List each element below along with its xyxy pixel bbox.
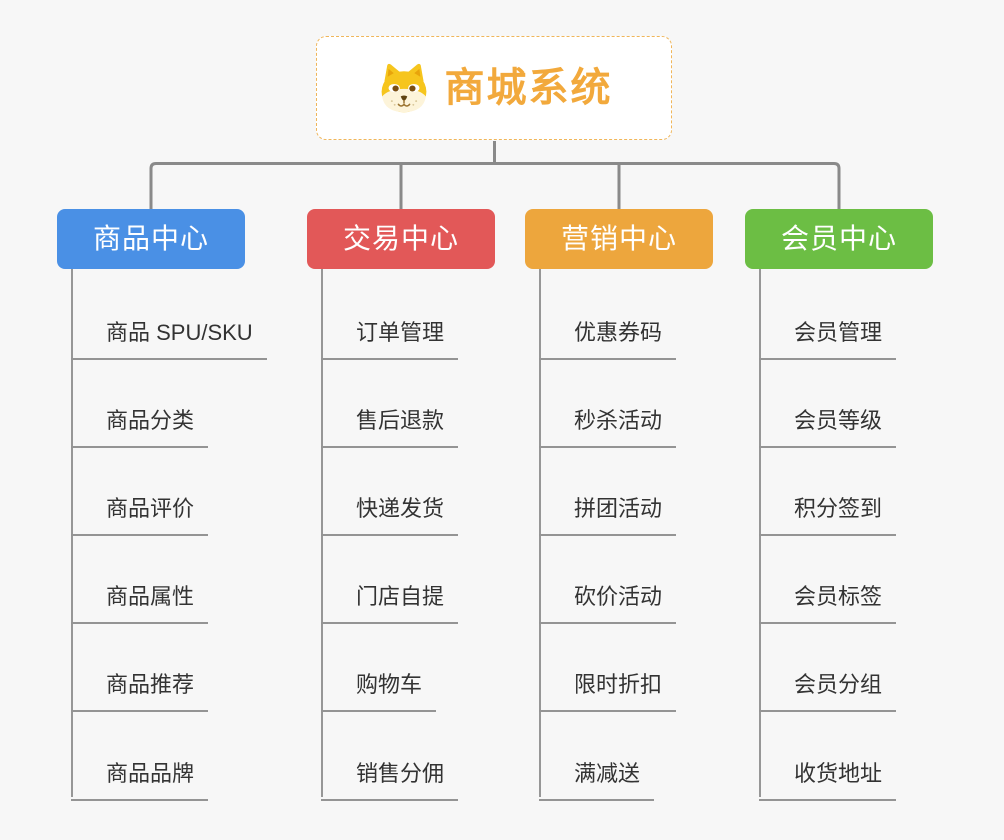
subtopic-node[interactable]: 快递发货 [321, 494, 459, 536]
subtopic-node[interactable]: 秒杀活动 [539, 406, 677, 448]
root-topic-node[interactable]: 商城系统 [316, 36, 672, 140]
branch-node-1[interactable]: 商品中心 [57, 209, 245, 269]
branch-trunk-line [71, 269, 73, 797]
subtopic-node[interactable]: 门店自提 [321, 582, 459, 624]
subtopic-node[interactable]: 会员标签 [759, 582, 897, 624]
subtopic-node[interactable]: 购物车 [321, 670, 437, 712]
subtopic-node[interactable]: 满减送 [539, 759, 655, 801]
subtopic-node[interactable]: 商品属性 [71, 582, 209, 624]
subtopic-node[interactable]: 商品品牌 [71, 759, 209, 801]
branch-trunk-line [321, 269, 323, 797]
subtopic-node[interactable]: 商品 SPU/SKU [71, 318, 267, 360]
subtopic-node[interactable]: 优惠券码 [539, 318, 677, 360]
subtopic-node[interactable]: 商品评价 [71, 494, 209, 536]
subtopic-node[interactable]: 售后退款 [321, 406, 459, 448]
subtopic-node[interactable]: 销售分佣 [321, 759, 459, 801]
branch-node-3[interactable]: 营销中心 [525, 209, 713, 269]
branch-trunk-line [759, 269, 761, 797]
subtopic-node[interactable]: 限时折扣 [539, 670, 677, 712]
subtopic-node[interactable]: 砍价活动 [539, 582, 677, 624]
branch-node-2[interactable]: 交易中心 [307, 209, 495, 269]
subtopic-node[interactable]: 收货地址 [759, 759, 897, 801]
dog-face-icon [381, 63, 426, 113]
subtopic-node[interactable]: 拼团活动 [539, 494, 677, 536]
branch-node-4[interactable]: 会员中心 [745, 209, 933, 269]
branch-trunk-line [539, 269, 541, 797]
subtopic-node[interactable]: 商品分类 [71, 406, 209, 448]
subtopic-node[interactable]: 商品推荐 [71, 670, 209, 712]
subtopic-node[interactable]: 会员管理 [759, 318, 897, 360]
subtopic-node[interactable]: 订单管理 [321, 318, 459, 360]
subtopic-node[interactable]: 会员分组 [759, 670, 897, 712]
subtopic-node[interactable]: 积分签到 [759, 494, 897, 536]
root-topic-title: 商城系统 [444, 66, 613, 110]
subtopic-node[interactable]: 会员等级 [759, 406, 897, 448]
